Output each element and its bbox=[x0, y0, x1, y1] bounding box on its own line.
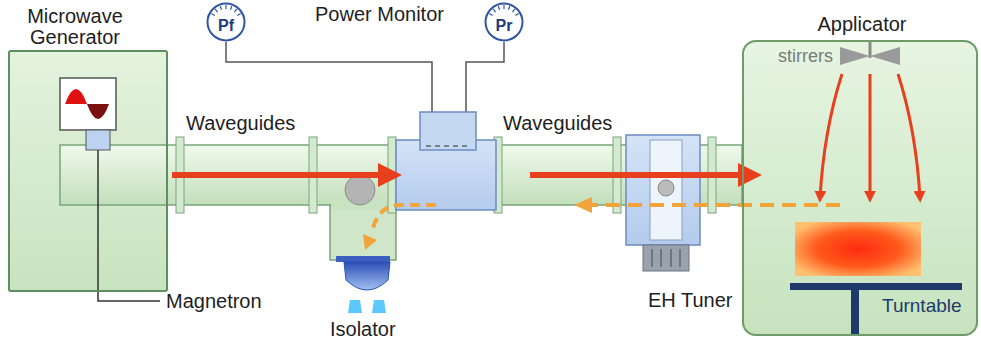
cooling-drop bbox=[348, 300, 362, 313]
applicator-box: Applicator bbox=[742, 40, 978, 336]
magnetron-symbol bbox=[86, 130, 110, 150]
gauge-text-holder: Pf bbox=[206, 2, 246, 42]
applicator-housing bbox=[742, 40, 978, 336]
gauge-tick bbox=[237, 14, 240, 16]
isolator-load bbox=[344, 262, 390, 290]
part-label: Magnetron bbox=[166, 290, 262, 313]
gauge-tick bbox=[512, 9, 515, 12]
stirrer-shaft bbox=[869, 41, 872, 58]
gauge-tick bbox=[503, 5, 504, 9]
reflected-wave-arrow bbox=[574, 197, 592, 213]
microwave-arrow bbox=[820, 74, 842, 198]
forward-wave-arrow bbox=[172, 172, 380, 178]
microwave-arrow bbox=[898, 74, 920, 198]
tuner-knob bbox=[643, 245, 689, 271]
reflected-wave-arrow bbox=[372, 205, 436, 232]
gauge-tick bbox=[489, 14, 492, 16]
tuner-window bbox=[650, 140, 682, 240]
tuner-body bbox=[626, 135, 700, 245]
tuner-knob bbox=[660, 249, 662, 267]
turntable-plate bbox=[790, 283, 962, 290]
coupler-head bbox=[420, 112, 476, 150]
part-label: EH Tuner bbox=[648, 289, 732, 312]
microwave-arrow bbox=[869, 74, 872, 198]
gauge-tick bbox=[220, 6, 221, 10]
heated-load bbox=[795, 222, 921, 276]
tuner-knob bbox=[679, 249, 681, 267]
node-body bbox=[744, 42, 976, 54]
generator-box: Microwave Generator bbox=[8, 50, 168, 292]
coupler-slot bbox=[426, 145, 470, 147]
part-label: Waveguides bbox=[503, 112, 612, 135]
cooling-drop bbox=[372, 300, 386, 313]
gauge-tick bbox=[211, 14, 214, 16]
gauge-tick bbox=[498, 6, 499, 10]
unit-heading: Microwave Generator bbox=[5, 6, 145, 48]
power-gauge: Pr bbox=[484, 2, 524, 42]
gauge-outline bbox=[484, 2, 524, 42]
part-label: Waveguides bbox=[186, 112, 295, 135]
isolator-branch bbox=[330, 205, 396, 260]
stirrer-blade bbox=[870, 47, 900, 65]
sine-wave bbox=[87, 104, 109, 119]
forward-wave-arrow bbox=[378, 163, 402, 187]
power-gauge: Pf bbox=[206, 2, 246, 42]
forward-wave-arrow bbox=[738, 163, 762, 187]
tuner-plunger bbox=[658, 180, 674, 196]
oscillator-box bbox=[60, 78, 116, 130]
monitor-wire bbox=[466, 42, 504, 112]
forward-wave-arrow bbox=[530, 172, 740, 178]
gauge-text-holder: Pr bbox=[484, 2, 524, 42]
gauge-tick bbox=[515, 14, 518, 16]
isolator-ferrite bbox=[345, 175, 375, 205]
gauge-tick bbox=[215, 9, 218, 12]
gauge-outline bbox=[206, 2, 246, 42]
unit-heading: Applicator bbox=[764, 14, 960, 35]
reflected-wave-arrow bbox=[592, 203, 840, 207]
gauge-dial bbox=[208, 4, 245, 41]
part-label: Turntable bbox=[882, 295, 962, 317]
part-label: stirrers bbox=[778, 46, 833, 67]
reflected-wave-arrow bbox=[363, 234, 377, 250]
gauge-label: Pr bbox=[496, 17, 513, 34]
gauge-label: Pf bbox=[218, 17, 234, 34]
gauge-tick bbox=[508, 6, 509, 10]
gauge-dial bbox=[486, 4, 523, 41]
gauge-tick bbox=[493, 9, 496, 12]
turntable-shaft bbox=[851, 290, 859, 335]
isolator-plate bbox=[336, 256, 390, 262]
gauge-tick bbox=[230, 6, 231, 10]
leader-line bbox=[98, 150, 160, 301]
tuner-knob bbox=[651, 249, 653, 267]
tuner-knob bbox=[670, 249, 672, 267]
gauge-tick bbox=[225, 5, 226, 9]
stirrer-blade bbox=[840, 47, 870, 65]
gauge-tick bbox=[234, 9, 237, 12]
part-label: Isolator bbox=[330, 318, 396, 341]
section-label: Power Monitor bbox=[315, 3, 444, 26]
waveguide bbox=[60, 145, 395, 205]
node-body bbox=[10, 52, 166, 64]
sine-wave bbox=[65, 89, 87, 104]
monitor-wire bbox=[226, 42, 432, 112]
